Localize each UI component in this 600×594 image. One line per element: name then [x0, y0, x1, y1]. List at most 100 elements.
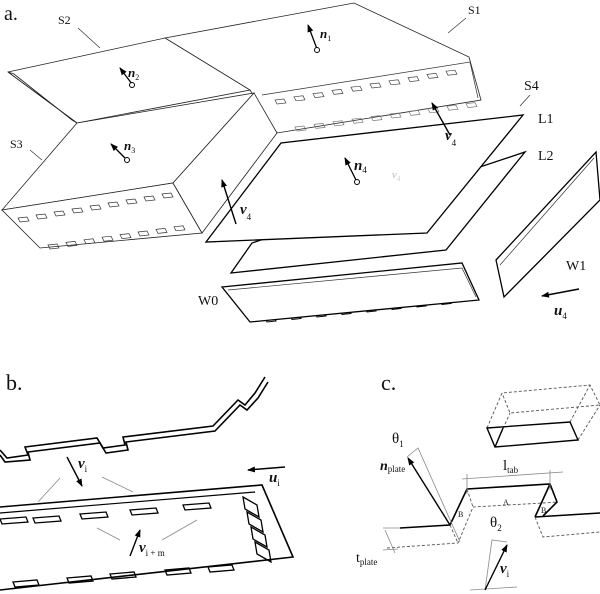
leader-s4 — [519, 94, 531, 107]
label-vi: vi — [500, 561, 510, 579]
tab-hidden-lines — [386, 501, 558, 549]
label-s3: S3 — [10, 137, 23, 151]
slot — [79, 511, 109, 520]
plate-s2-edge — [7, 71, 78, 124]
svg-text:u4: u4 — [554, 303, 567, 321]
slot — [445, 69, 458, 76]
vector-v4-lower: v4 — [221, 179, 252, 225]
label-region-b: B — [458, 510, 463, 519]
label-tplate: tplate — [356, 551, 377, 567]
vector-u4: u4 — [541, 288, 580, 321]
vector-nplate — [407, 457, 451, 526]
plate-l1 — [204, 114, 525, 243]
tab-box-hidden — [569, 384, 591, 423]
slot — [161, 192, 174, 199]
slot — [407, 76, 420, 82]
svg-text:n1: n1 — [320, 26, 331, 43]
slot — [350, 85, 363, 92]
theta2-wedge — [484, 539, 508, 591]
slot — [101, 235, 114, 242]
slot — [119, 233, 132, 239]
tab-box-hidden — [486, 384, 600, 429]
label-region-b: B — [541, 506, 546, 515]
slot — [369, 82, 382, 89]
leader-line — [37, 477, 61, 503]
plate-edge-upper — [0, 376, 266, 459]
vector-vi — [484, 544, 508, 591]
slot — [246, 510, 264, 534]
plate-w1-inner — [499, 157, 595, 266]
tab-profile — [399, 483, 558, 529]
tab-profile-right — [534, 483, 551, 518]
vector-v4-ghost-label: v4 — [392, 169, 401, 183]
leader-line — [161, 519, 198, 541]
slot — [465, 102, 478, 108]
tab-hidden-lines — [466, 488, 474, 508]
slot — [389, 112, 402, 119]
normal-n1: n1 — [307, 24, 331, 53]
slot — [89, 204, 102, 211]
slot — [66, 575, 94, 584]
slot — [109, 571, 137, 580]
slot — [254, 540, 272, 564]
normal-n2: n2 — [119, 65, 139, 88]
slot — [65, 241, 78, 247]
slot — [47, 243, 60, 250]
plate-w0-inner — [227, 267, 477, 298]
slab-inner-edge — [0, 491, 256, 514]
slot — [35, 213, 48, 220]
vector-v4-upper: v4 — [431, 102, 457, 148]
slot — [388, 79, 401, 86]
slot — [370, 115, 383, 121]
label-ltab: ltab — [503, 458, 519, 475]
slot — [426, 73, 439, 79]
svg-text:n3: n3 — [124, 138, 135, 155]
tab-hidden-lines — [534, 516, 600, 538]
slot — [313, 123, 326, 129]
panel-a: a. S2 S1 S4 L1 L2 W1 W0 S3 n1 — [0, 2, 600, 323]
vector-vi: vi — [66, 456, 88, 487]
plate-edge-upper-back — [0, 381, 269, 463]
plate-s3-side — [172, 92, 278, 234]
slot — [351, 117, 364, 124]
panel-a-label: a. — [4, 3, 18, 25]
tab-hidden-lines — [449, 524, 459, 544]
slot — [164, 567, 192, 576]
svg-text:v4: v4 — [445, 128, 457, 148]
plate-w0 — [220, 262, 480, 323]
label-s2: S2 — [58, 13, 71, 27]
slab-teeth — [242, 495, 272, 564]
slot — [107, 201, 120, 208]
plate-right — [534, 512, 600, 518]
tab-box-edge — [494, 427, 504, 448]
vector-vi-plus-m: vi + m — [129, 529, 165, 558]
plate-w1 — [495, 150, 600, 299]
svg-text:v4: v4 — [240, 202, 252, 222]
normal-n3: n3 — [110, 138, 135, 163]
tab-box-hidden — [577, 404, 600, 441]
slot — [293, 95, 306, 102]
slot — [408, 110, 421, 116]
slot — [32, 515, 62, 524]
slot — [53, 210, 66, 217]
slot — [294, 125, 307, 132]
label-region-a: A — [503, 498, 509, 507]
slot — [182, 502, 212, 511]
panel-c: c. ltab tplate A B B θ1 nplate — [356, 370, 600, 591]
ltab-dimension — [461, 471, 564, 480]
slot — [446, 104, 459, 111]
slot — [173, 225, 186, 232]
leader-s3 — [29, 149, 43, 161]
slot — [0, 516, 29, 525]
tplate-dimension-tick — [382, 548, 399, 551]
slot — [83, 238, 96, 245]
slot — [155, 228, 168, 234]
svg-text:vi: vi — [78, 456, 88, 474]
panel-b: b. vi ui vi + m — [0, 370, 295, 591]
svg-text:n2: n2 — [128, 65, 139, 82]
leader-s2 — [77, 27, 101, 49]
slab-top-edge — [0, 484, 295, 591]
slot — [274, 98, 287, 105]
slot — [207, 564, 235, 573]
